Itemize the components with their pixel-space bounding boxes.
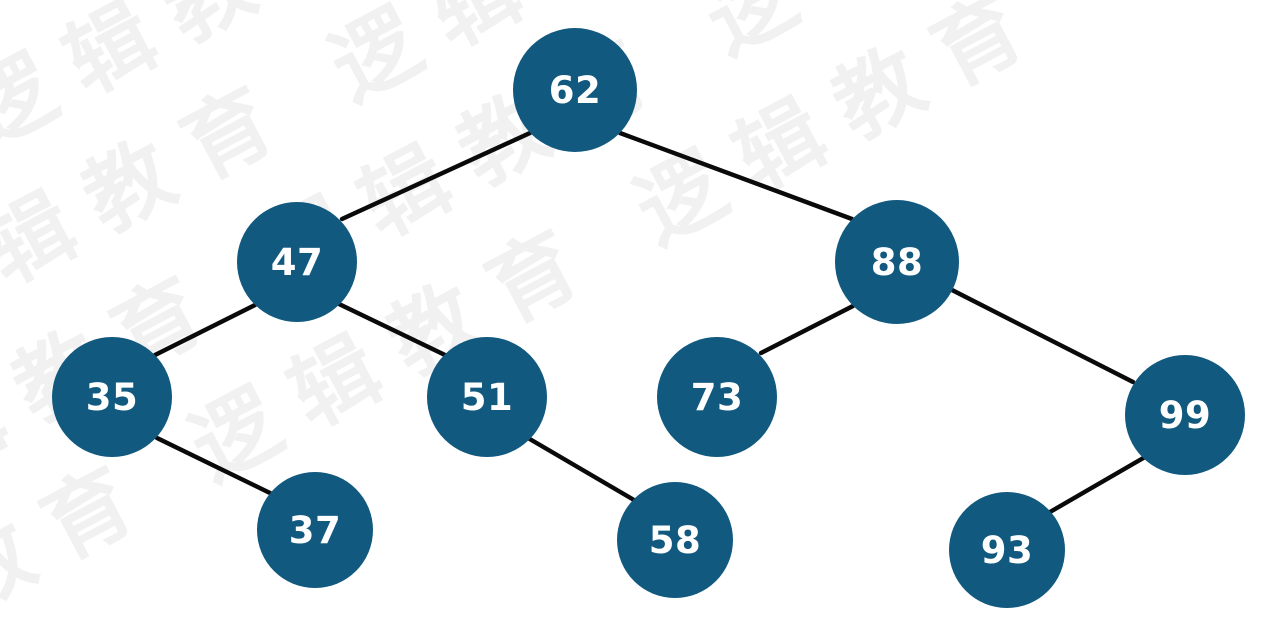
- tree-node-label: 47: [270, 240, 324, 284]
- tree-node-88[interactable]: 88: [835, 200, 959, 324]
- tree-node-label: 62: [548, 68, 602, 112]
- tree-node-51[interactable]: 51: [427, 337, 547, 457]
- tree-node-47[interactable]: 47: [237, 202, 357, 322]
- tree-node-label: 37: [288, 508, 342, 552]
- tree-node-35[interactable]: 35: [52, 337, 172, 457]
- tree-node-93[interactable]: 93: [949, 492, 1065, 608]
- tree-node-37[interactable]: 37: [257, 472, 373, 588]
- tree-node-label: 73: [690, 375, 744, 419]
- tree-node-label: 58: [648, 518, 702, 562]
- tree-node-99[interactable]: 99: [1125, 355, 1245, 475]
- tree-node-label: 93: [980, 528, 1034, 572]
- tree-node-label: 88: [870, 240, 924, 284]
- tree-node-73[interactable]: 73: [657, 337, 777, 457]
- tree-node-62[interactable]: 62: [513, 28, 637, 152]
- tree-node-58[interactable]: 58: [617, 482, 733, 598]
- tree-node-label: 51: [460, 375, 514, 419]
- tree-node-label: 35: [85, 375, 139, 419]
- tree-node-label: 99: [1158, 393, 1212, 437]
